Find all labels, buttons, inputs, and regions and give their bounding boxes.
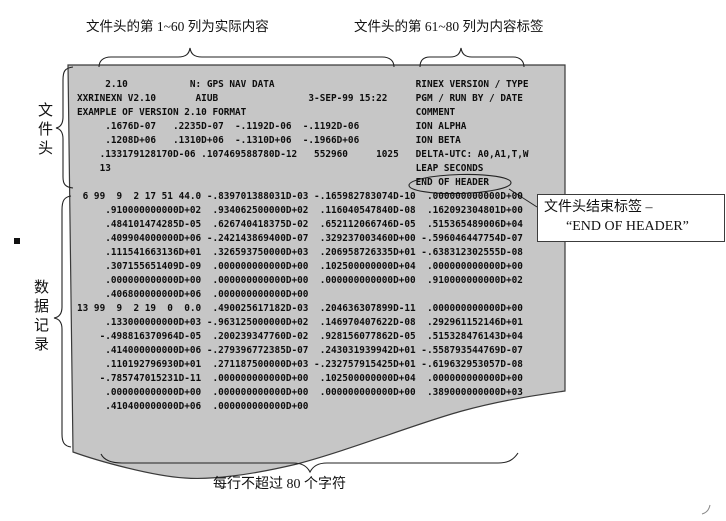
end-of-header-callout: 文件头结束标签 – “END OF HEADER” — [537, 194, 725, 242]
label-file-header: 文件头 — [36, 102, 52, 159]
stray-square-mark — [14, 238, 20, 244]
callout-line1: 文件头结束标签 – — [544, 200, 653, 215]
label-80-chars-per-line: 每行不超过 80 个字符 — [213, 477, 346, 492]
label-columns-1-60: 文件头的第 1~60 列为实际内容 — [86, 19, 269, 34]
line-width-brace — [100, 452, 519, 474]
file-header-brace — [55, 66, 74, 189]
callout-connector-line — [508, 188, 538, 208]
columns-61-80-brace — [419, 47, 525, 68]
columns-1-60-brace — [98, 47, 395, 68]
rinex-header-text: 2.10 N: GPS NAV DATA RINEX VERSION / TYP… — [77, 79, 529, 188]
paper-panel — [67, 64, 566, 480]
rinex-data-records-text: 6 99 9 2 17 51 44.0 -.839701388031D-03 -… — [77, 191, 523, 412]
label-data-records: 数据记录 — [32, 279, 48, 355]
data-records-brace — [53, 195, 72, 448]
end-of-header-ellipse — [408, 173, 512, 195]
page-corner-mark — [701, 504, 711, 515]
callout-line2: “END OF HEADER” — [566, 219, 689, 234]
label-columns-61-80: 文件头的第 61~80 列为内容标签 — [354, 19, 544, 34]
